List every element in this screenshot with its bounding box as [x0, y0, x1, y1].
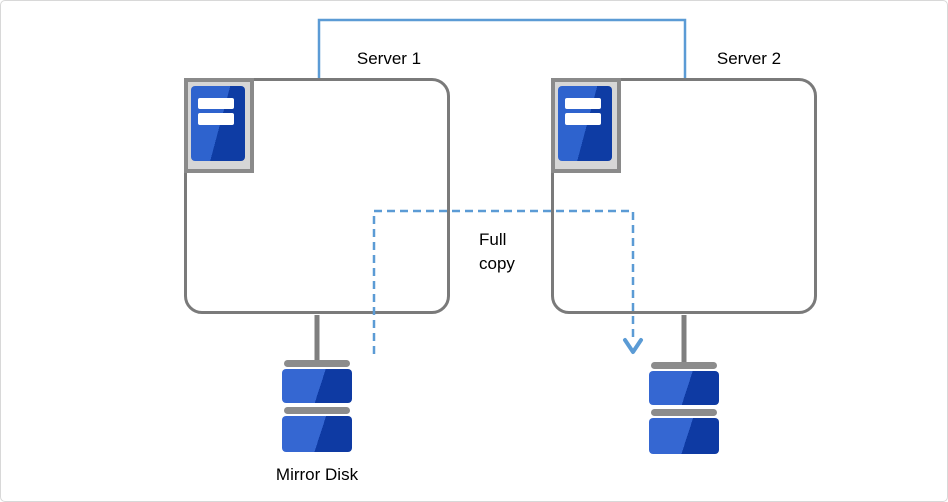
disk-platter: [649, 371, 719, 405]
disk-platter: [649, 418, 719, 454]
full-copy-label: Full copy: [479, 230, 515, 273]
disk-cap: [284, 360, 350, 367]
disk-platter: [282, 416, 352, 452]
server-tower-icon: [191, 86, 245, 161]
mirror-disk-label: Mirror Disk: [275, 465, 359, 484]
arrow-down-icon: [623, 338, 643, 354]
disk-cap: [651, 362, 717, 369]
server-slot-icon: [198, 98, 234, 109]
server-tower-icon: [558, 86, 612, 161]
server-slot-icon: [565, 98, 601, 109]
server2-label: Server 2: [716, 49, 782, 68]
server2-icon: [551, 78, 621, 173]
server1-label: Server 1: [356, 49, 422, 68]
server-slot-icon: [198, 113, 234, 125]
mirror-disk-server2: [649, 362, 719, 456]
disk-cap: [284, 407, 350, 414]
server1-icon: [184, 78, 254, 173]
mirror-disk-server1: [282, 360, 352, 454]
disk-cap: [651, 409, 717, 416]
disk-platter: [282, 369, 352, 403]
server-slot-icon: [565, 113, 601, 125]
